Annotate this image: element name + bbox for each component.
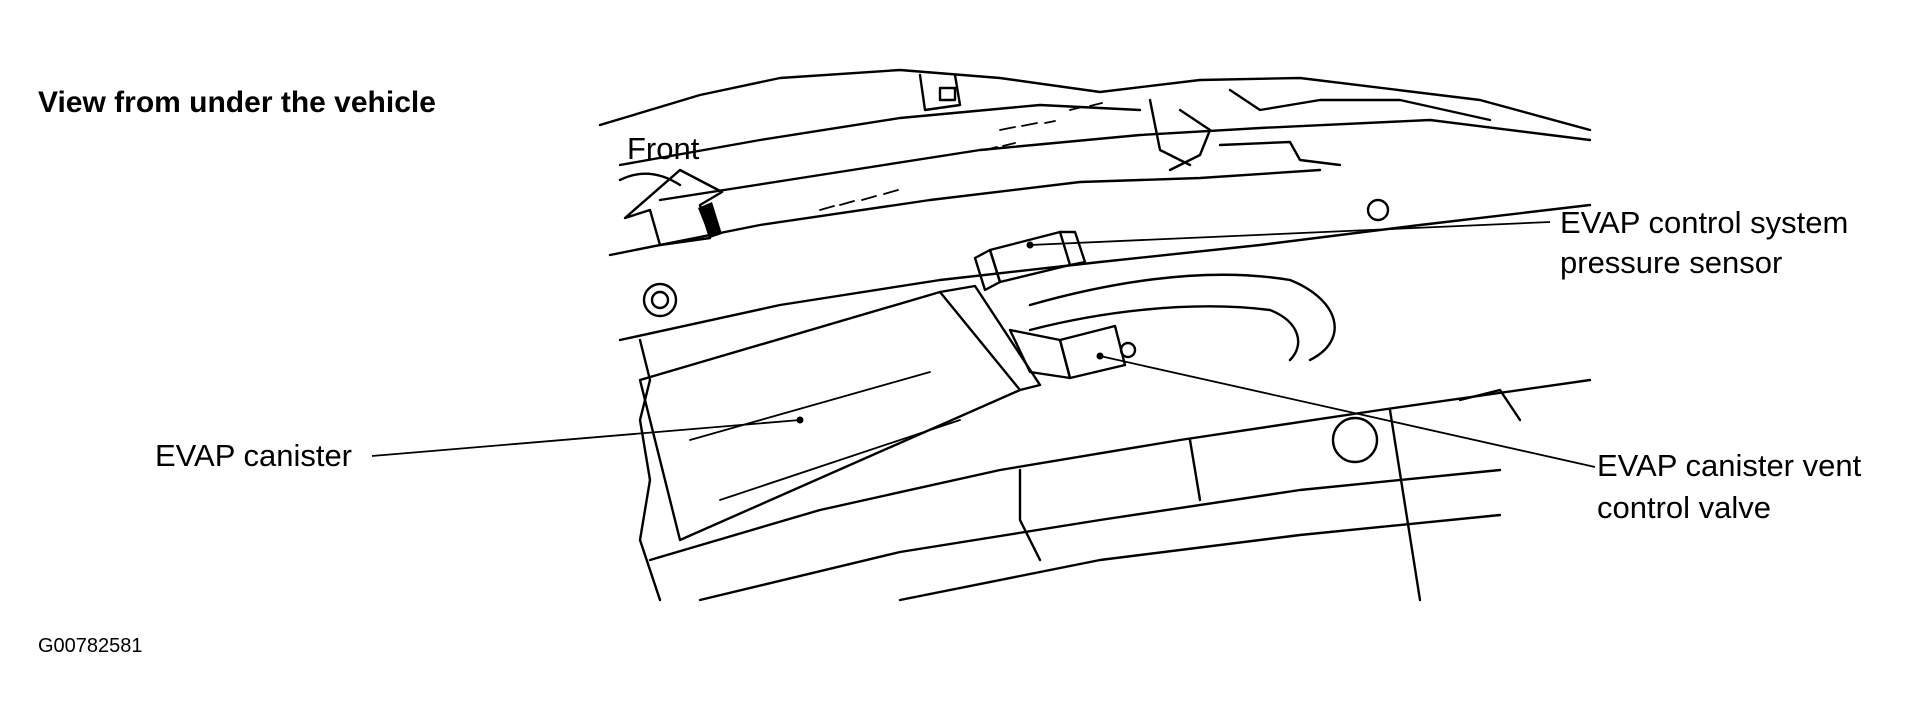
canister-label: EVAP canister — [155, 438, 352, 473]
pressure-sensor-label-line2: pressure sensor — [1560, 245, 1782, 280]
underbody-illustration — [598, 68, 1592, 602]
front-label: Front — [627, 131, 700, 166]
figure-id: G00782581 — [38, 635, 143, 657]
vent-valve-illustration — [1008, 324, 1137, 380]
vent-valve-label-line1: EVAP canister vent — [1597, 448, 1862, 483]
pressure-sensor-illustration — [973, 230, 1087, 292]
pressure-sensor-leader — [1029, 221, 1551, 246]
pressure-sensor-label-line1: EVAP control system — [1560, 205, 1848, 240]
vent-valve-label-line2: control valve — [1597, 490, 1771, 525]
heading: View from under the vehicle — [38, 86, 436, 119]
front-arrow-icon — [623, 168, 724, 247]
vent-valve-leader — [1099, 355, 1596, 468]
canister-leader — [371, 419, 801, 457]
